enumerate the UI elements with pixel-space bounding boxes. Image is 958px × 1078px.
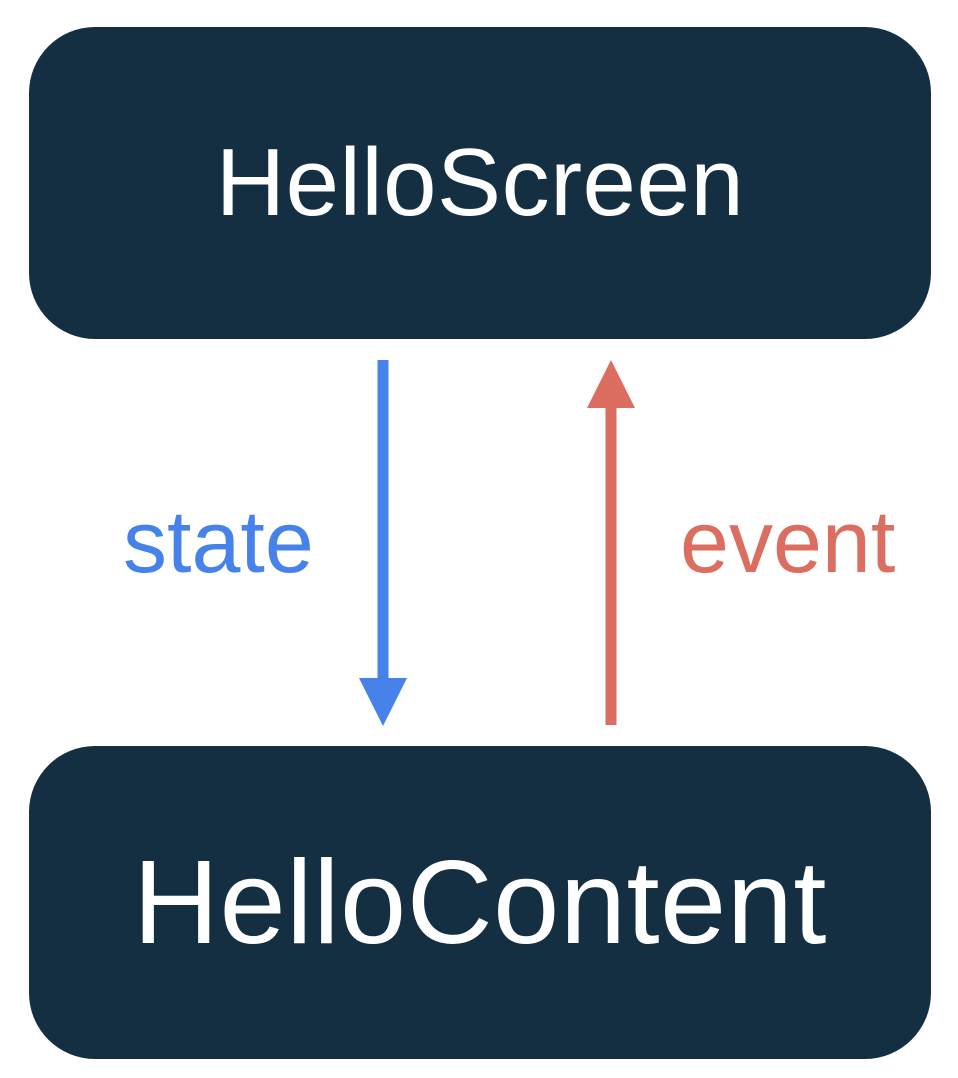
event-arrow-up (587, 360, 635, 725)
hello-content-label: HelloContent (133, 836, 827, 969)
event-arrowhead-icon (587, 360, 635, 408)
state-arrow-down (359, 360, 407, 726)
hello-content-box: HelloContent (29, 746, 931, 1059)
event-arrow-label: event (680, 492, 896, 591)
hello-screen-box: HelloScreen (29, 27, 931, 339)
state-arrowhead-icon (359, 678, 407, 726)
state-arrow-label: state (123, 492, 314, 591)
hello-screen-label: HelloScreen (215, 129, 745, 236)
